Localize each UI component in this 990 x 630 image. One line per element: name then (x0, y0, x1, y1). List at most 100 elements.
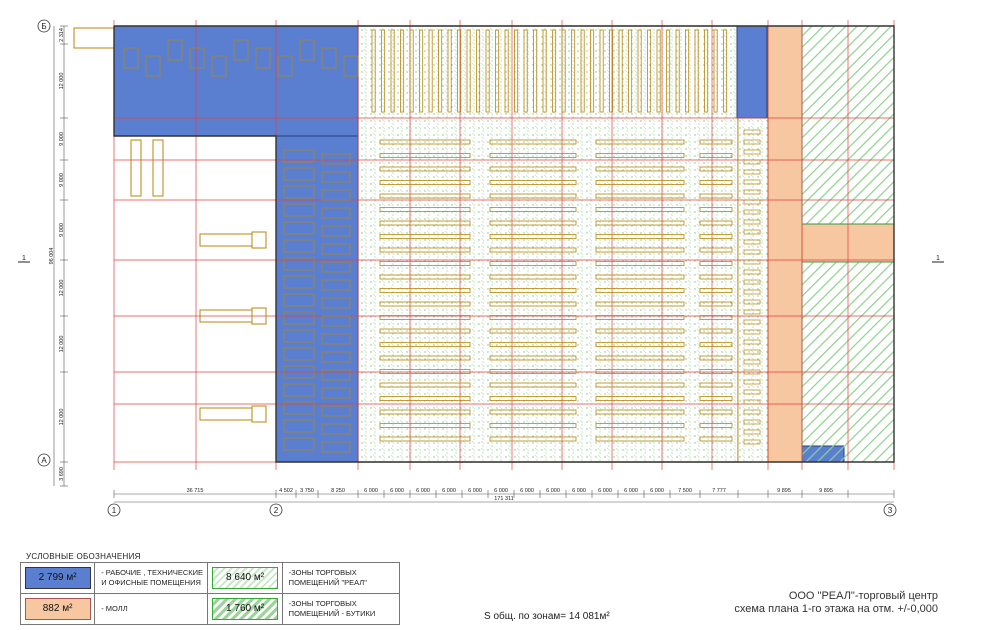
bottom-dimension-label: 36 715 (187, 488, 204, 494)
shelf-rack (447, 29, 452, 113)
bottom-dimension-label: 7 500 (678, 488, 692, 494)
office-partition (321, 279, 351, 291)
legend-table: 2 799 м² - РАБОЧИЕ , ТЕХНИЧЕСКИЕ И ОФИСН… (19, 562, 401, 625)
shelf-rack (685, 29, 690, 113)
checkout-counter (743, 149, 761, 155)
checkout-counter (743, 289, 761, 295)
office-partition (167, 39, 183, 61)
office-partition (321, 423, 351, 435)
gondola-row (489, 166, 577, 172)
checkout-counter (743, 179, 761, 185)
vertical-dimension-label: 12 000 (59, 280, 65, 297)
shelf-rack (552, 29, 557, 113)
office-partition (283, 401, 315, 415)
real-area-swatch: 8 640 м² (212, 567, 279, 589)
bottom-dimension-label: 9 895 (777, 488, 791, 494)
office-partition (321, 333, 351, 345)
section-marker-right: 1 (936, 255, 940, 262)
gondola-row (489, 207, 577, 212)
gondola-row (489, 153, 577, 158)
checkout-counter (743, 299, 761, 305)
gondola-row (699, 315, 733, 320)
drawing-subtitle: схема плана 1-го этажа на отм. +/-0,000 (734, 603, 938, 615)
shelf-rack (561, 29, 566, 113)
shelf-rack (457, 29, 462, 113)
office-partition (283, 167, 315, 181)
office-partition (321, 261, 351, 273)
shelf-rack (571, 29, 576, 113)
gondola-row (379, 247, 471, 253)
bottom-dimension-label: 8 250 (331, 488, 345, 494)
gondola-row (489, 180, 577, 185)
axis-row-a-bubble (37, 453, 51, 467)
gondola-row (489, 288, 577, 293)
bottom-dimension-label: 6 000 (650, 488, 664, 494)
drawing-title-block: ООО "РЕАЛ"-торговый центр схема плана 1-… (734, 590, 938, 616)
office-partition (283, 329, 315, 343)
gondola-row (699, 193, 733, 199)
gondola-row (595, 288, 685, 293)
office-partition (283, 185, 315, 199)
gondola-row (489, 423, 577, 428)
checkout-counter (743, 239, 761, 245)
office-legend-label: - РАБОЧИЕ , ТЕХНИЧЕСКИЕ И ОФИСНЫЕ ПОМЕЩЕ… (94, 562, 209, 594)
bottom-dimension-label: 6 000 (416, 488, 430, 494)
checkout-counter (743, 409, 761, 415)
gondola-row (699, 342, 733, 347)
gondola-row (489, 301, 577, 307)
truck-icon (199, 407, 253, 421)
office-partition (283, 257, 315, 271)
office-partition (233, 39, 249, 61)
shelf-rack (637, 29, 642, 113)
office-partition (321, 351, 351, 363)
axis-row-a: А (41, 456, 47, 465)
office-partition (211, 55, 227, 77)
checkout-counter (743, 199, 761, 205)
bottom-dimension-label: 6 000 (442, 488, 456, 494)
shelf-rack (656, 29, 661, 113)
gondola-row (489, 274, 577, 280)
gondola-row (489, 220, 577, 226)
vertical-dimension-label: 9 000 (59, 173, 65, 187)
checkout-counter (743, 229, 761, 235)
real-sales-zone (357, 25, 739, 463)
checkout-counter (743, 209, 761, 215)
truck-icon (251, 307, 267, 325)
office-partition (321, 171, 351, 183)
office-partition (321, 243, 351, 255)
bottom-dimension-label: 6 000 (624, 488, 638, 494)
gondola-row (379, 301, 471, 307)
gondola-row (379, 328, 471, 334)
vertical-dimension-label: 12 000 (59, 409, 65, 426)
office-partition (283, 239, 315, 253)
shelf-rack (495, 29, 500, 113)
gondola-row (379, 193, 471, 199)
office-partition (255, 47, 271, 69)
shelf-rack (409, 29, 414, 113)
gondola-row (699, 355, 733, 361)
truck-icon (251, 231, 267, 249)
gondola-row (489, 355, 577, 361)
gondola-row (379, 207, 471, 212)
legend-row: 2 799 м² - РАБОЧИЕ , ТЕХНИЧЕСКИЕ И ОФИСН… (19, 562, 401, 594)
office-partition (321, 315, 351, 327)
gondola-row (595, 220, 685, 226)
office-partition (283, 419, 315, 433)
shelf-rack (723, 29, 728, 113)
office-partition (189, 47, 205, 69)
gondola-row (379, 396, 471, 401)
office-partition (277, 55, 293, 77)
gondola-row (699, 247, 733, 253)
gondola-row (379, 139, 471, 145)
boutique-area-swatch: 1 760 м² (212, 598, 279, 620)
vertical-total-label: 96 004 (49, 248, 55, 265)
gondola-row (489, 328, 577, 334)
checkout-counter (743, 439, 761, 445)
office-partition (283, 149, 315, 163)
gondola-row (699, 234, 733, 239)
gondola-row (379, 342, 471, 347)
checkout-counter (743, 359, 761, 365)
axis-row-b-bubble (37, 19, 51, 33)
axis-col-3: 3 (888, 506, 893, 515)
checkout-counter (743, 169, 761, 175)
